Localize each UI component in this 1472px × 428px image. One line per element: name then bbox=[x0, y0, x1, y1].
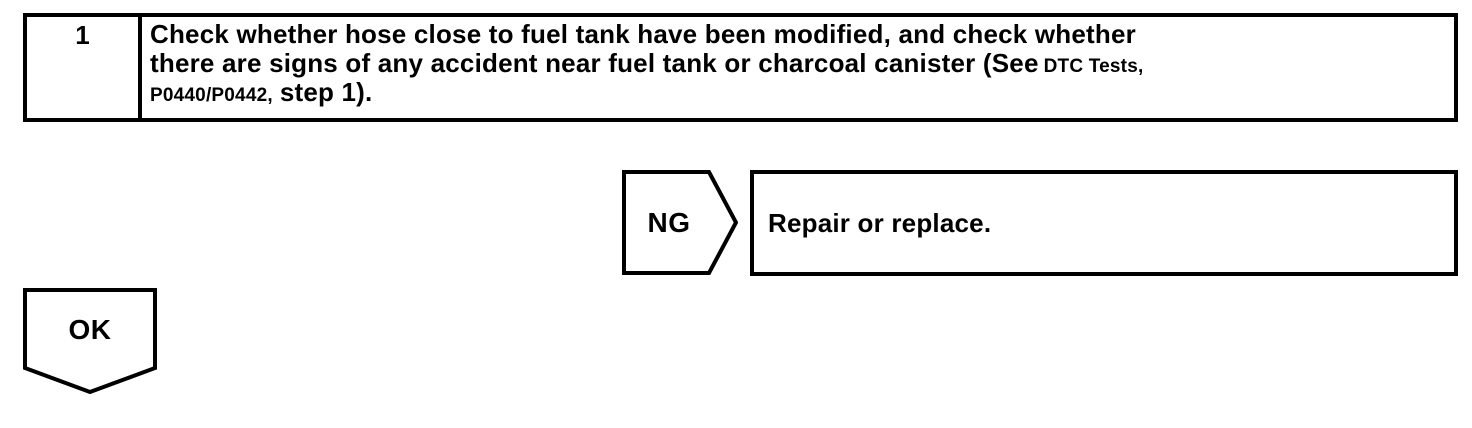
step-description: Check whether hose close to fuel tank ha… bbox=[142, 17, 1454, 118]
step-number-cell: 1 bbox=[27, 17, 142, 118]
step-reference-part-1: DTC Tests, bbox=[1043, 56, 1144, 77]
ng-label: NG bbox=[647, 206, 691, 238]
step-text-line-2: there are signs of any accident near fue… bbox=[150, 49, 1450, 78]
step-text-line-3: P0440/P0442, step 1). bbox=[150, 78, 1450, 107]
ok-connector: OK bbox=[23, 288, 157, 394]
step-number: 1 bbox=[75, 20, 90, 50]
repair-action-box: Repair or replace. bbox=[750, 170, 1458, 276]
repair-action-text: Repair or replace. bbox=[768, 207, 992, 238]
ng-connector: NG bbox=[622, 170, 738, 275]
step-text-tail: step 1). bbox=[279, 77, 373, 107]
step-text-main-2: there are signs of any accident near fue… bbox=[150, 48, 1039, 78]
step-text-line-1: Check whether hose close to fuel tank ha… bbox=[150, 20, 1450, 49]
step-row: 1 Check whether hose close to fuel tank … bbox=[23, 13, 1458, 122]
step-text-main-1: Check whether hose close to fuel tank ha… bbox=[150, 19, 1136, 49]
step-reference-part-2: P0440/P0442, bbox=[150, 85, 273, 106]
ng-pentagon-icon bbox=[622, 170, 738, 275]
ok-label: OK bbox=[68, 314, 112, 345]
ok-pentagon-icon bbox=[23, 288, 157, 394]
